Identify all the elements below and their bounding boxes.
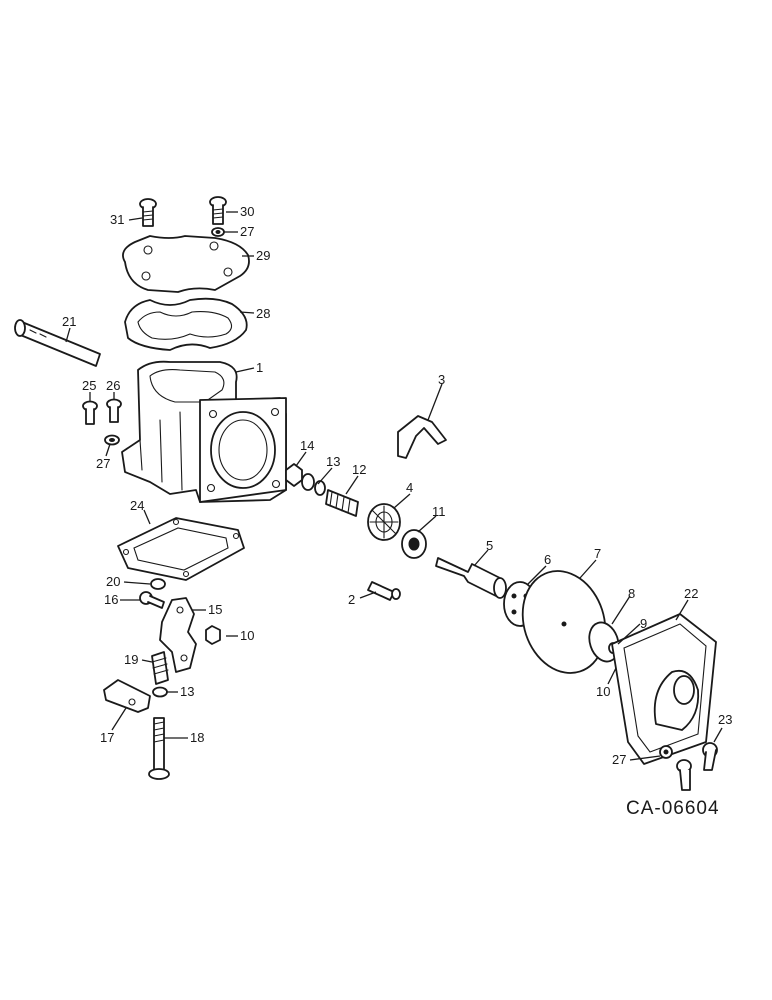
part-7-diaphragm <box>521 570 607 674</box>
callout-29: 29 <box>256 248 270 263</box>
part-30-screw <box>209 196 227 225</box>
part-27-washer-right <box>659 745 673 759</box>
callout-7: 7 <box>594 546 601 561</box>
part-15-lever <box>159 597 197 673</box>
callout-21: 21 <box>62 314 76 329</box>
callout-22: 22 <box>684 586 698 601</box>
callout-9: 9 <box>640 616 647 631</box>
callout-26: 26 <box>106 378 120 393</box>
part-19-spring <box>151 651 169 685</box>
callout-25: 25 <box>82 378 96 393</box>
callout-31: 31 <box>110 212 124 227</box>
part-1-pump-body <box>121 360 287 503</box>
part-23-screw <box>702 742 718 771</box>
part-13-washer-lower <box>152 686 168 698</box>
callout-24: 24 <box>130 498 144 513</box>
part-25-screw <box>82 400 98 425</box>
part-16-screw <box>139 591 165 609</box>
part-21-pin <box>14 319 101 367</box>
callout-14: 14 <box>300 438 314 453</box>
part-17-link <box>103 679 151 713</box>
callout-2: 2 <box>348 592 355 607</box>
callout-labels: 31 30 27 29 28 21 1 25 26 27 3 14 13 12 … <box>62 204 732 767</box>
drawing-code: CA-06604 <box>626 798 720 819</box>
part-29-cover <box>122 235 250 293</box>
leader-lines <box>65 211 723 761</box>
callout-10-right: 10 <box>596 684 610 699</box>
callout-4: 4 <box>406 480 413 495</box>
callout-1: 1 <box>256 360 263 375</box>
part-13-washer-upper <box>314 480 326 496</box>
callout-8: 8 <box>628 586 635 601</box>
part-24-gasket <box>117 517 245 581</box>
part-22-cover <box>611 613 717 765</box>
part-5-shaft <box>435 557 507 599</box>
callout-5: 5 <box>486 538 493 553</box>
part-20-nut <box>150 578 166 590</box>
callout-12: 12 <box>352 462 366 477</box>
part-4-gear <box>367 503 401 541</box>
callout-15: 15 <box>208 602 222 617</box>
callout-30: 30 <box>240 204 254 219</box>
part-14-nut <box>285 463 303 487</box>
callout-13-upper: 13 <box>326 454 340 469</box>
callout-3: 3 <box>438 372 445 387</box>
callout-27-right: 27 <box>612 752 626 767</box>
callout-18: 18 <box>190 730 204 745</box>
callout-23: 23 <box>718 712 732 727</box>
part-18-bolt <box>148 717 170 780</box>
part-27-washer-left <box>104 434 120 446</box>
part-26-screw <box>106 398 122 423</box>
part-27-screw-right <box>676 759 692 791</box>
part-28-gasket <box>124 297 248 351</box>
part-2-pin <box>367 581 401 601</box>
callout-19: 19 <box>124 652 138 667</box>
callout-28: 28 <box>256 306 270 321</box>
part-10-nut-left <box>205 625 221 645</box>
callout-11: 11 <box>432 504 446 519</box>
callout-27-top: 27 <box>240 224 254 239</box>
callout-20: 20 <box>106 574 120 589</box>
part-11-bushing <box>401 529 427 559</box>
callout-13-lower: 13 <box>180 684 194 699</box>
callout-17: 17 <box>100 730 114 745</box>
part-12-spring <box>325 489 359 517</box>
callout-10-left: 10 <box>240 628 254 643</box>
callout-6: 6 <box>544 552 551 567</box>
part-3-bracket <box>397 415 447 459</box>
callout-16: 16 <box>104 592 118 607</box>
part-27-lockwasher-top <box>211 227 225 237</box>
part-31-screw <box>139 198 157 227</box>
part-14-washer <box>301 473 315 491</box>
callout-27-left: 27 <box>96 456 110 471</box>
